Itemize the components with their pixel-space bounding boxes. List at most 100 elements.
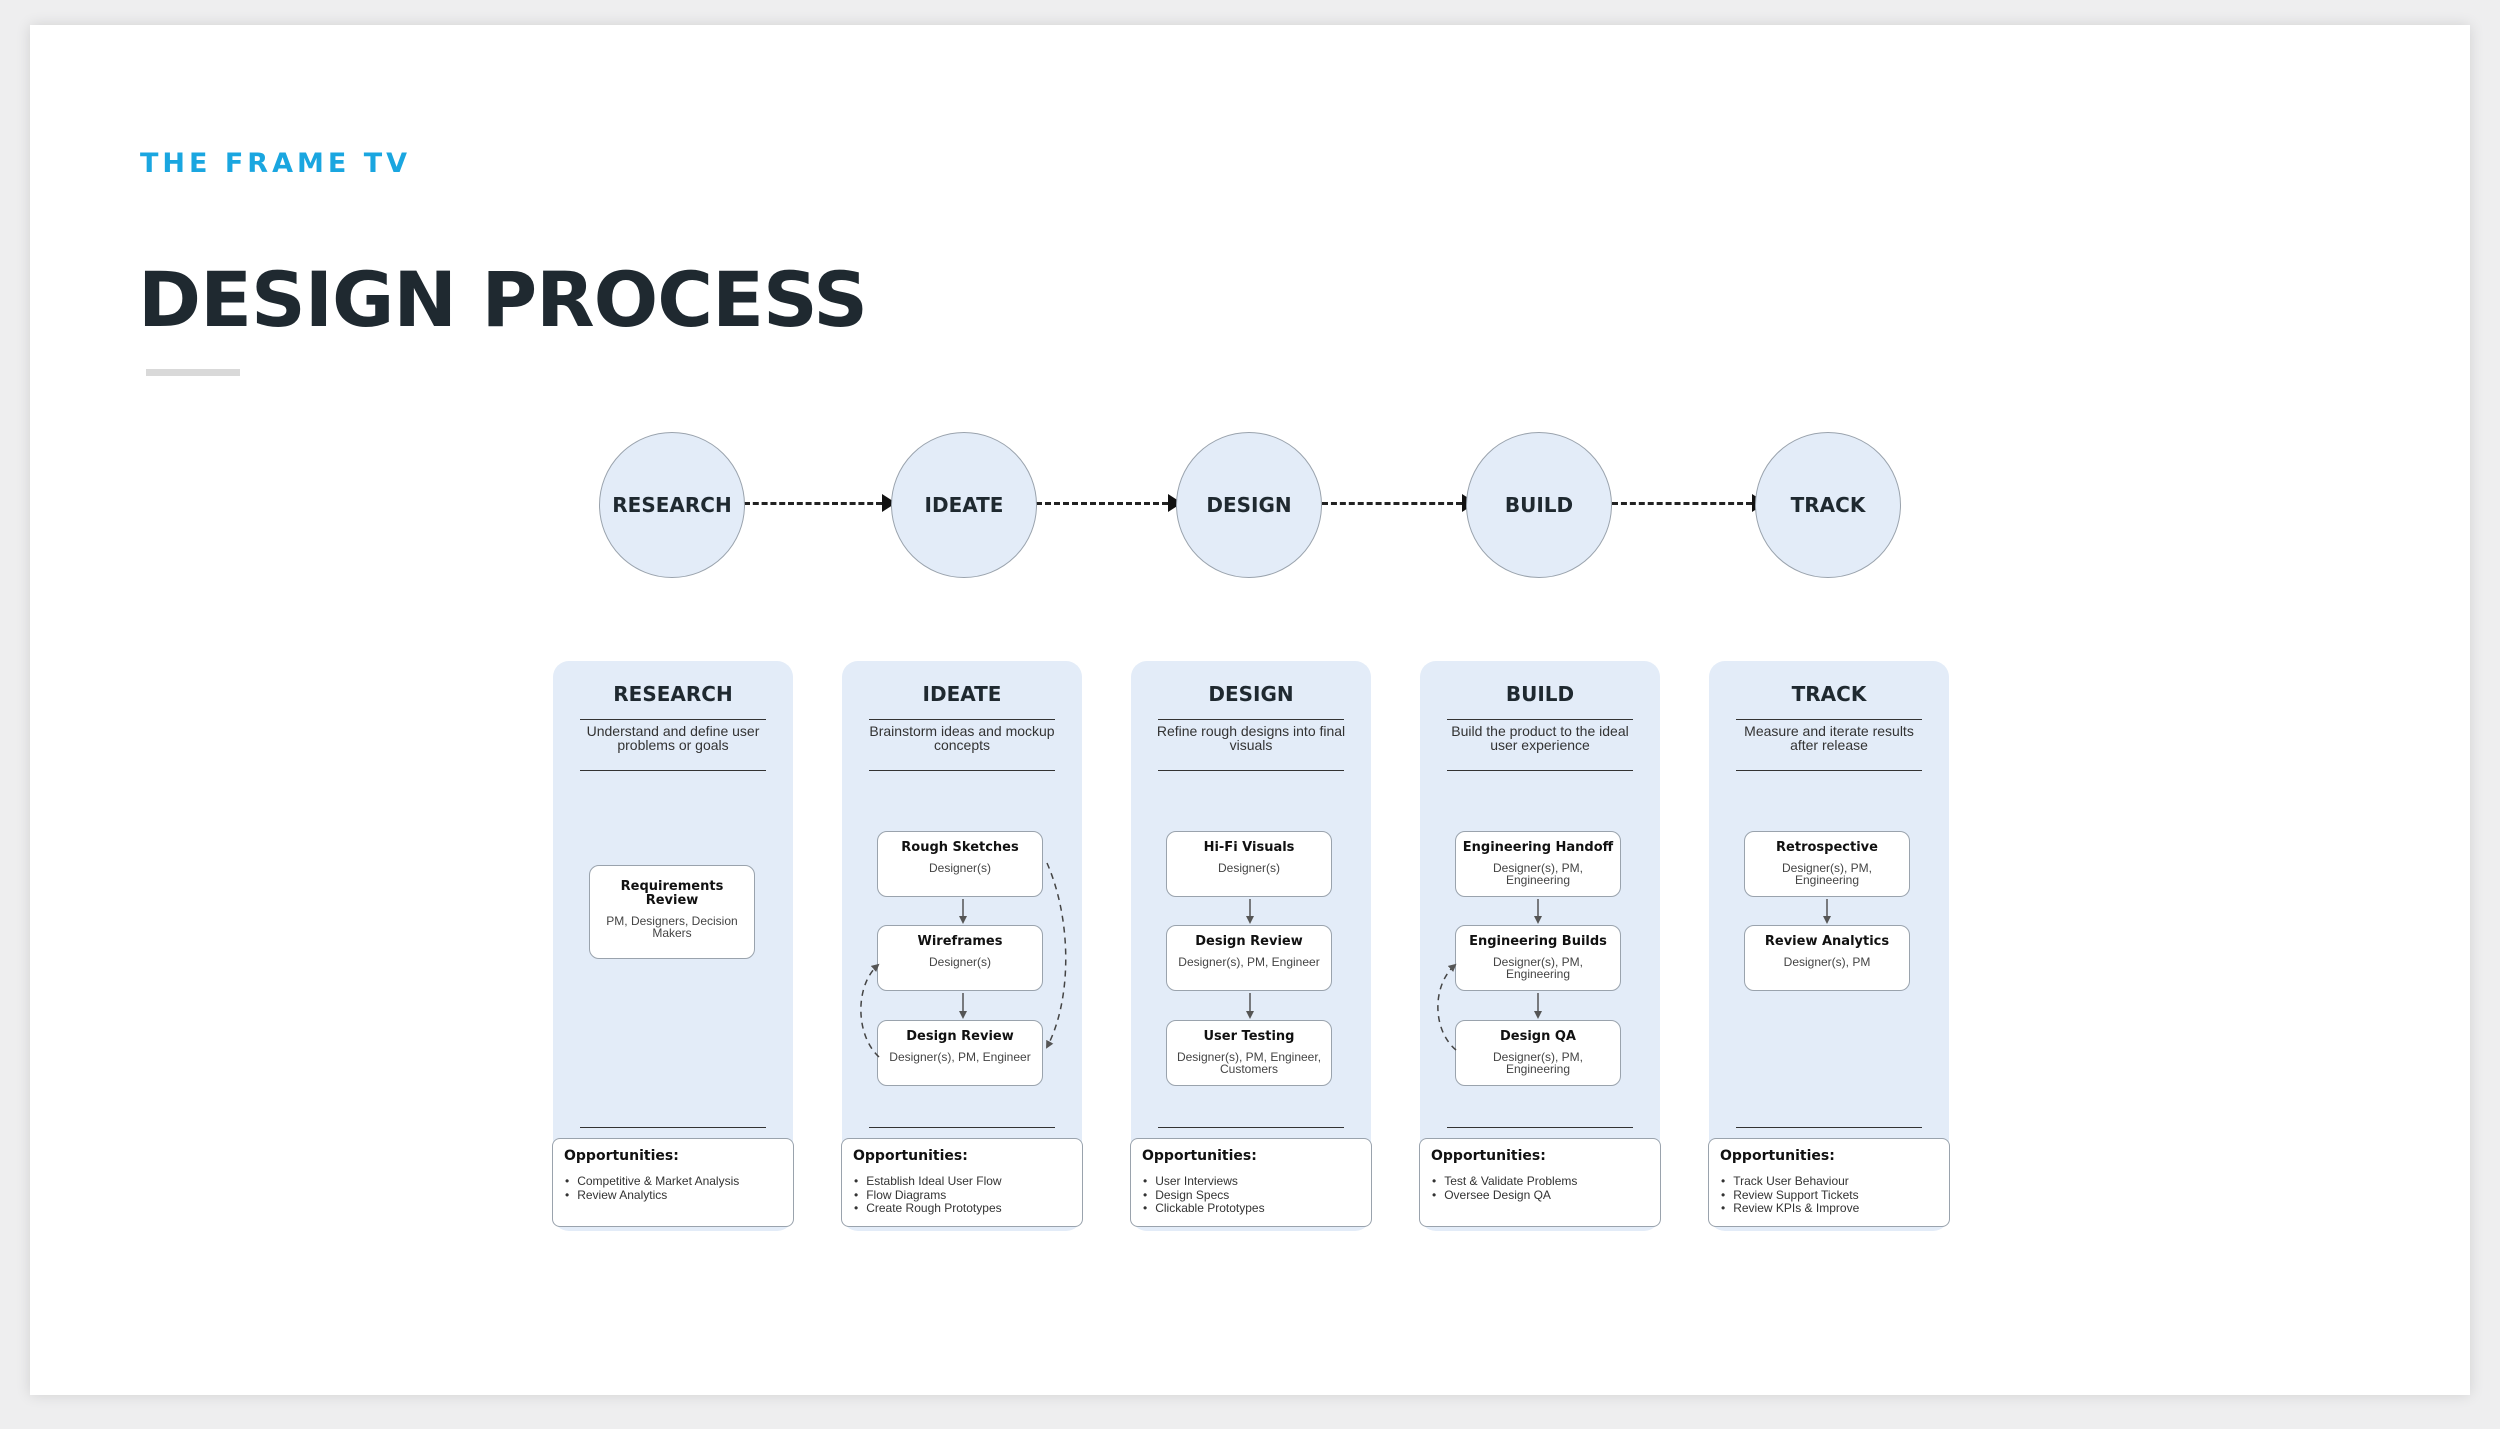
- list-item: Review Analytics: [565, 1188, 739, 1203]
- flow-step-track: TRACK: [1755, 432, 1901, 578]
- card-title: Wireframes: [917, 934, 1003, 949]
- flow-connector-4: [1612, 502, 1752, 505]
- page-title: DESIGN PROCESS: [138, 255, 868, 344]
- column-divider: [869, 719, 1055, 720]
- title-underline: [146, 369, 240, 376]
- list-item: Establish Ideal User Flow: [854, 1174, 1002, 1189]
- column-description: Understand and define user problems or g…: [586, 723, 760, 753]
- step-card-rough-sketches: Rough Sketches Designer(s): [877, 831, 1043, 897]
- column-description: Build the product to the ideal user expe…: [1451, 723, 1629, 753]
- column-divider: [869, 770, 1055, 771]
- card-role: Designer(s), PM, Engineering: [1492, 955, 1584, 981]
- column-description: Refine rough designs into final visuals: [1156, 723, 1346, 753]
- step-card-design-review: Design Review Designer(s), PM, Engineer: [1166, 925, 1332, 991]
- opportunities-label: Opportunities:: [1431, 1148, 1546, 1164]
- list-item: User Interviews: [1143, 1174, 1265, 1189]
- step-card-engineering-handoff: Engineering Handoff Designer(s), PM, Eng…: [1455, 831, 1621, 897]
- column-divider: [1158, 770, 1344, 771]
- step-card-retrospective: Retrospective Designer(s), PM, Engineeri…: [1744, 831, 1910, 897]
- column-build: BUILD Build the product to the ideal use…: [1419, 661, 1661, 1231]
- column-title: TRACK: [1791, 682, 1867, 706]
- list-item: Oversee Design QA: [1432, 1188, 1577, 1203]
- opportunities-list: Establish Ideal User Flow Flow Diagrams …: [854, 1174, 1002, 1216]
- column-title: BUILD: [1505, 682, 1575, 706]
- opportunities-label: Opportunities:: [564, 1148, 679, 1164]
- step-card-user-testing: User Testing Designer(s), PM, Engineer, …: [1166, 1020, 1332, 1086]
- card-title: Hi-Fi Visuals: [1203, 840, 1295, 855]
- opportunities-list: Test & Validate Problems Oversee Design …: [1432, 1174, 1577, 1203]
- card-title: User Testing: [1203, 1029, 1295, 1044]
- step-card-review-analytics: Review Analytics Designer(s), PM: [1744, 925, 1910, 991]
- column-title: IDEATE: [922, 682, 1002, 706]
- list-item: Track User Behaviour: [1721, 1174, 1859, 1189]
- flow-step-ideate: IDEATE: [891, 432, 1037, 578]
- card-title: Requirements Review: [620, 879, 724, 908]
- list-item: Create Rough Prototypes: [854, 1201, 1001, 1216]
- card-role: Designer(s): [928, 955, 991, 969]
- flow-connector-1: [744, 502, 882, 505]
- column-design: DESIGN Refine rough designs into final v…: [1130, 661, 1372, 1231]
- card-role: Designer(s), PM, Engineering: [1492, 861, 1584, 887]
- opportunities-box: Opportunities: Competitive & Market Anal…: [552, 1138, 794, 1227]
- loop-arrow: [1437, 963, 1457, 1051]
- opportunities-divider: [1736, 1127, 1922, 1128]
- flow-connector-2: [1036, 502, 1168, 505]
- card-title: Rough Sketches: [901, 840, 1019, 855]
- step-card-engineering-builds: Engineering Builds Designer(s), PM, Engi…: [1455, 925, 1621, 991]
- card-role: PM, Designers, Decision Makers: [606, 914, 738, 940]
- card-role: Designer(s), PM, Engineering: [1492, 1050, 1584, 1076]
- column-divider: [580, 719, 766, 720]
- flow-connector-3: [1322, 502, 1462, 505]
- list-item: Flow Diagrams: [854, 1188, 1002, 1203]
- opportunities-box: Opportunities: Test & Validate Problems …: [1419, 1138, 1661, 1227]
- opportunities-list: User Interviews Design Specs Clickable P…: [1143, 1174, 1265, 1216]
- loop-arrow: [860, 963, 880, 1058]
- list-item: Test & Validate Problems: [1432, 1174, 1577, 1189]
- opportunities-label: Opportunities:: [1142, 1148, 1257, 1164]
- card-title: Design Review: [906, 1029, 1014, 1044]
- opportunities-label: Opportunities:: [853, 1148, 968, 1164]
- opportunities-divider: [580, 1127, 766, 1128]
- card-role: Designer(s): [1217, 861, 1280, 875]
- flow-step-build: BUILD: [1466, 432, 1612, 578]
- column-title: RESEARCH: [613, 682, 733, 706]
- column-divider: [1447, 719, 1633, 720]
- column-description: Measure and iterate results after releas…: [1744, 723, 1914, 753]
- list-item: Competitive & Market Analysis: [565, 1174, 739, 1189]
- card-title: Retrospective: [1776, 840, 1878, 855]
- card-title: Design Review: [1195, 934, 1303, 949]
- step-card-design-review: Design Review Designer(s), PM, Engineer: [877, 1020, 1043, 1086]
- list-item: Review KPIs & Improve: [1721, 1201, 1859, 1216]
- opportunities-box: Opportunities: Track User Behaviour Revi…: [1708, 1138, 1950, 1227]
- column-track: TRACK Measure and iterate results after …: [1708, 661, 1950, 1231]
- column-divider: [1736, 719, 1922, 720]
- step-card-design-qa: Design QA Designer(s), PM, Engineering: [1455, 1020, 1621, 1086]
- column-title: DESIGN: [1208, 682, 1294, 706]
- opportunities-divider: [869, 1127, 1055, 1128]
- step-card-wireframes: Wireframes Designer(s): [877, 925, 1043, 991]
- opportunities-box: Opportunities: User Interviews Design Sp…: [1130, 1138, 1372, 1227]
- list-item: Design Specs: [1143, 1188, 1265, 1203]
- card-role: Designer(s): [928, 861, 991, 875]
- card-title: Engineering Builds: [1469, 934, 1607, 949]
- card-title: Review Analytics: [1764, 934, 1890, 949]
- loop-arrow: [1046, 862, 1067, 1049]
- flow-step-research: RESEARCH: [599, 432, 745, 578]
- list-item: Review Support Tickets: [1721, 1188, 1859, 1203]
- card-role: Designer(s), PM: [1783, 955, 1871, 969]
- list-item: Clickable Prototypes: [1143, 1201, 1264, 1216]
- opportunities-label: Opportunities:: [1720, 1148, 1835, 1164]
- column-divider: [1447, 770, 1633, 771]
- column-research: RESEARCH Understand and define user prob…: [552, 661, 794, 1231]
- column-divider: [1158, 719, 1344, 720]
- card-role: Designer(s), PM, Engineer, Customers: [1176, 1050, 1322, 1076]
- opportunities-divider: [1447, 1127, 1633, 1128]
- brand-label: THE FRAME TV: [140, 148, 412, 179]
- card-title: Engineering Handoff: [1462, 840, 1614, 855]
- step-card-hi-fi-visuals: Hi-Fi Visuals Designer(s): [1166, 831, 1332, 897]
- opportunities-divider: [1158, 1127, 1344, 1128]
- column-ideate: IDEATE Brainstorm ideas and mockup conce…: [841, 661, 1083, 1231]
- opportunities-box: Opportunities: Establish Ideal User Flow…: [841, 1138, 1083, 1227]
- card-role: Designer(s), PM, Engineer: [1178, 955, 1320, 969]
- column-divider: [1736, 770, 1922, 771]
